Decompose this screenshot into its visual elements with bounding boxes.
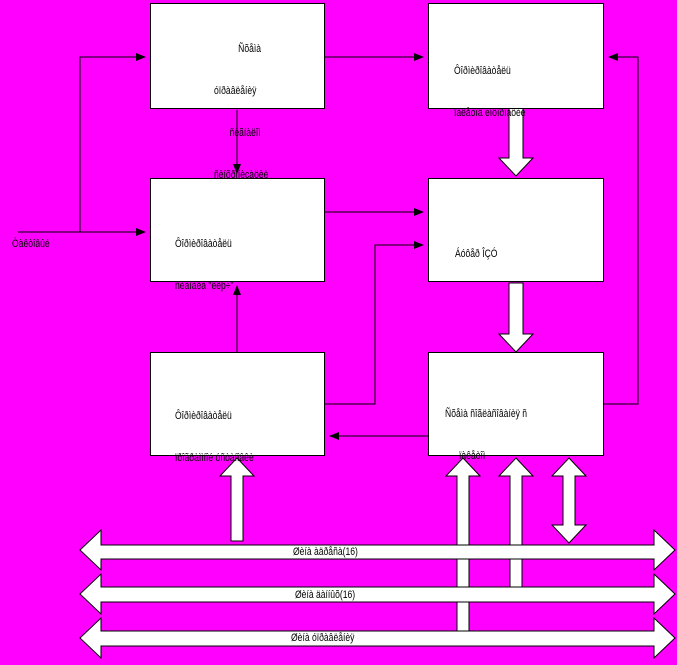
block-arrow-interface-address-bus-bidirectional	[550, 457, 588, 544]
sync-input-label: Òàêòîâûé	[12, 238, 50, 250]
ram-buffer-block: Áóôåð ÎÇÓ	[428, 178, 604, 282]
packet-former-line-2: ïàêåòîâ èíôîðìàöèè	[454, 107, 526, 119]
packet-interface-block: Ñõåìà ñîãëàñîâàíèÿ ñ ïàêåòîì	[428, 352, 604, 462]
control-bus-label: Øèíà óïðàâëåíèÿ	[291, 632, 355, 644]
sync-control-line-3: ñèãíàëîì	[229, 127, 261, 139]
key-signal-former-line-2: ñèãíàëà "êëþ÷"	[175, 280, 234, 292]
sync-control-block: Ñõåìà óïðàâëåíèÿ ñèãíàëîì ñèíõðîíèçàöèè	[150, 3, 325, 181]
sync-control-line-1: Ñõåìà	[238, 43, 262, 55]
arrow-program-setup-to-buffer	[324, 241, 424, 405]
block-arrow-buffer-to-interface	[497, 282, 535, 353]
key-signal-former-block: Ôîðìèðîâàòåëü ñèãíàëà "êëþ÷"	[150, 178, 325, 292]
address-bus-label: Øèíà àäðåñà(16)	[293, 546, 358, 558]
program-setup-former-block: Ôîðìèðîâàòåëü ïðîãðàììíîé óñòàíîâêè	[150, 352, 325, 464]
block-arrow-packet-to-buffer	[497, 107, 535, 177]
control-bus-arrow	[79, 616, 676, 660]
block-arrow-address-bus-to-program-setup	[218, 457, 256, 542]
packet-former-block: Ôîðìèðîâàòåëü ïàêåòîâ èíôîðìàöèè	[428, 3, 604, 119]
ram-buffer-label: Áóôåð ÎÇÓ	[455, 248, 498, 260]
sync-input-connector	[18, 53, 146, 236]
packet-interface-line-1: Ñõåìà ñîãëàñîâàíèÿ ñ	[445, 408, 528, 420]
data-bus-label: Øèíà äàííûõ(16)	[295, 589, 356, 601]
packet-former-line-1: Ôîðìèðîâàòåëü	[454, 65, 511, 77]
data-bus-arrow	[79, 572, 676, 616]
address-bus-arrow	[79, 528, 676, 572]
block-arrow-data-bus-to-interface	[497, 457, 535, 588]
sync-control-line-2: óïðàâëåíèÿ	[214, 85, 257, 97]
arrow-interface-to-packet-former	[604, 53, 639, 405]
packet-interface-line-2: ïàêåòîì	[459, 450, 486, 462]
program-setup-line-2: ïðîãðàììíîé óñòàíîâêè	[175, 452, 254, 464]
program-setup-line-1: Ôîðìèðîâàòåëü	[175, 410, 232, 422]
key-signal-former-line-1: Ôîðìèðîâàòåëü	[175, 238, 232, 250]
